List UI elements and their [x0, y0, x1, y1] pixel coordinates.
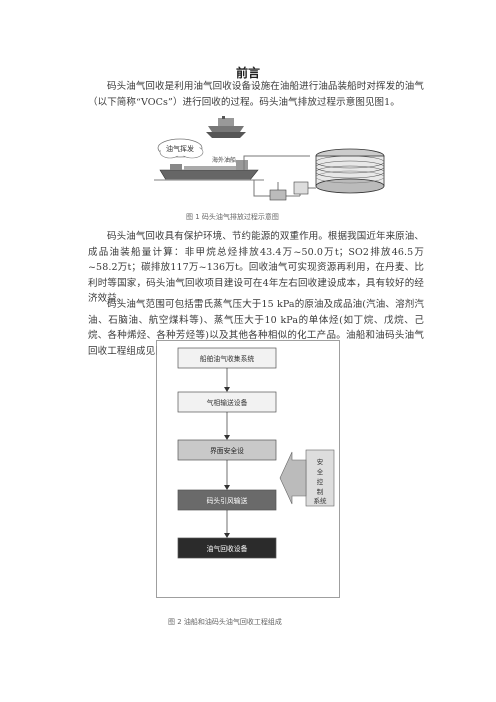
scope-paragraph: 码头油气范围可包括雷氏蒸气压大于15 kPa的原油及成品油(汽油、溶剂汽油、石脑… — [88, 297, 424, 359]
figure1-caption: 图 1 码头油气排放过程示意图 — [186, 213, 279, 221]
flow-box — [177, 537, 277, 559]
left-arrow-icon — [279, 451, 307, 505]
down-arrow-icon — [224, 533, 230, 538]
flow-box-label: 油气回收设备 — [207, 544, 248, 553]
recovery-device-icon — [269, 181, 309, 201]
side-label-line: 安 — [317, 457, 324, 466]
flow-box-label: 码头引风输送 — [207, 496, 248, 505]
safety-control-block: 安 全 控 制 系统 — [279, 449, 335, 507]
benefit-text: 码头油气回收具有保护环境、节约能源的双重作用。根据我国近年来原油、成品油装船量计… — [88, 231, 424, 304]
side-label-line: 控 — [317, 477, 324, 486]
figure2-caption: 图 2 油船和油码头油气回收工程组成 — [168, 618, 282, 626]
intro-paragraph: 码头油气回收是利用油气回收设备设施在油船进行油品装船时对挥发的油气（以下简称“V… — [88, 79, 424, 110]
side-label-line: 系统 — [314, 496, 328, 505]
page-title: 前言 — [235, 66, 260, 80]
down-arrow-icon — [224, 435, 230, 440]
ship-label: 海外油船 — [212, 156, 236, 164]
scope-text: 码头油气范围可包括雷氏蒸气压大于15 kPa的原油及成品油(汽油、溶剂汽油、石脑… — [88, 299, 424, 357]
down-arrow-icon — [224, 485, 230, 490]
vapor-cloud-icon: 油气挥发 — [157, 138, 204, 159]
intro-text: 码头油气回收是利用油气回收设备设施在油船进行油品装船时对挥发的油气（以下简称“V… — [88, 81, 424, 108]
vapor-label: 油气挥发 — [166, 144, 194, 153]
down-arrow-icon — [224, 387, 230, 392]
side-label-line: 全 — [317, 467, 324, 476]
vapor-emission-diagram: 油气挥发 海外油船 — [154, 116, 385, 201]
flow-box-label: 界面安全设 — [210, 446, 244, 455]
tanker-ship-icon — [154, 160, 264, 181]
boat-icon — [206, 116, 246, 138]
side-label-line: 制 — [317, 487, 324, 496]
flow-box-label: 船舶油气收集系统 — [200, 354, 255, 363]
benefit-paragraph: 码头油气回收具有保护环境、节约能源的双重作用。根据我国近年来原油、成品油装船量计… — [88, 229, 424, 307]
flow-box-label: 气相输送设备 — [207, 398, 248, 407]
storage-tank-icon — [315, 148, 385, 194]
